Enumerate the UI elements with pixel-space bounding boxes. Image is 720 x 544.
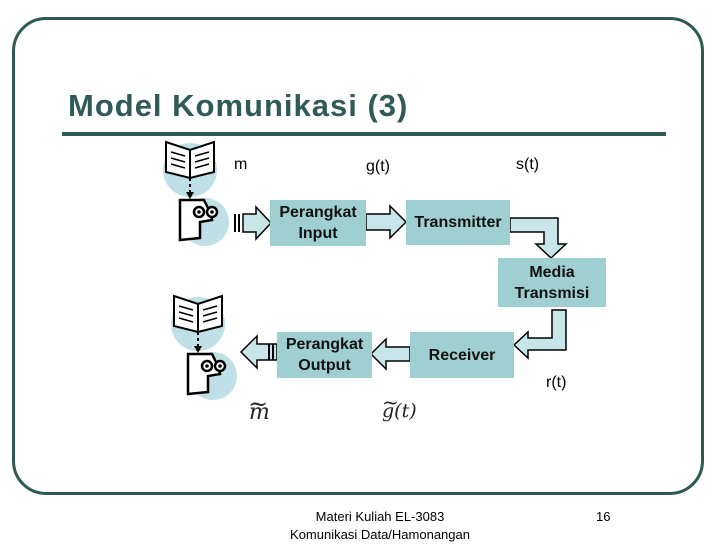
book-reader-icon [171, 296, 237, 400]
signal-m-label: m [234, 156, 247, 174]
signal-r-label: r(t) [546, 374, 566, 392]
transmitter-block: Transmitter [406, 200, 510, 245]
signal-s-label: s(t) [516, 156, 539, 174]
input-device-line1: Perangkat [279, 204, 356, 221]
receiver-label: Receiver [429, 345, 496, 366]
output-device-line2: Output [298, 357, 350, 374]
estimated-m-label: m [249, 400, 270, 425]
arrow-transmitter-to-media [510, 218, 566, 258]
book-reader-icon [163, 142, 229, 246]
footer-line2: Komunikasi Data/Hamonangan [280, 526, 480, 544]
slide-footer: Materi Kuliah EL-3083 Komunikasi Data/Ha… [280, 508, 480, 544]
transmitter-label: Transmitter [414, 212, 501, 233]
arrow-input-to-transmitter [366, 206, 406, 238]
footer-line1: Materi Kuliah EL-3083 [280, 508, 480, 526]
output-device-line1: Perangkat [286, 336, 363, 353]
arrow-into-input-device [234, 207, 271, 239]
signal-g-label: g(t) [366, 158, 390, 176]
arrow-receiver-to-output [371, 339, 410, 369]
receiver-block: Receiver [410, 332, 514, 378]
input-device-line2: Input [298, 225, 337, 242]
page-number: 16 [596, 509, 610, 524]
estimated-g-label: g(t) [382, 400, 417, 422]
arrow-output-to-sink [241, 336, 277, 368]
media-line1: Media [529, 264, 574, 281]
arrow-media-to-receiver [514, 310, 566, 358]
media-line2: Transmisi [515, 285, 590, 302]
